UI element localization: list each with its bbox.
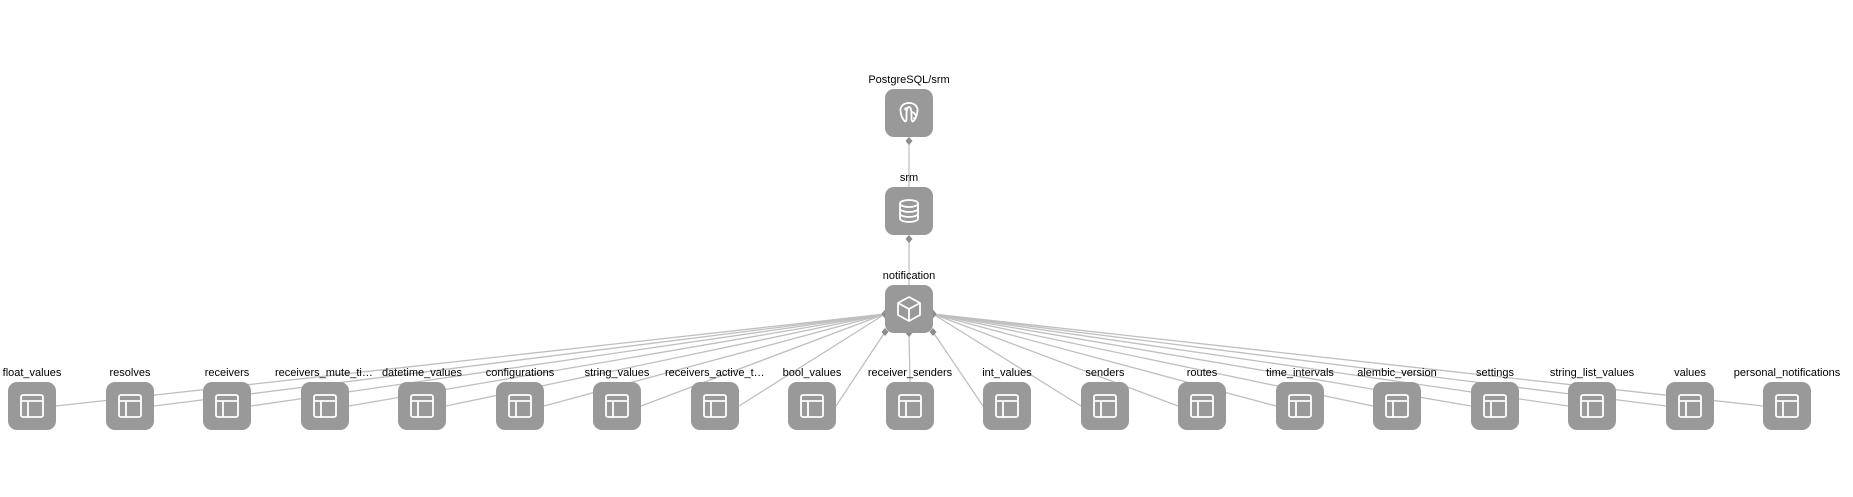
table-node[interactable] — [1276, 382, 1324, 430]
table-icon — [602, 391, 632, 421]
table-label: resolves — [109, 367, 151, 379]
table-icon — [992, 391, 1022, 421]
table-node[interactable] — [886, 382, 934, 430]
table-icon — [212, 391, 242, 421]
table-icon — [115, 391, 145, 421]
edge-schema-table — [908, 332, 911, 383]
table-node[interactable] — [1081, 382, 1129, 430]
table-node[interactable] — [691, 382, 739, 430]
table-label: receiver_senders — [867, 367, 953, 379]
node-database-srm[interactable] — [885, 187, 933, 235]
table-icon — [1382, 391, 1412, 421]
edge-marker — [929, 328, 937, 336]
table-label: receivers_mute_time_... — [275, 367, 375, 379]
node-schema-notification[interactable] — [885, 285, 933, 333]
table-node[interactable] — [1763, 382, 1811, 430]
edge-schema-table — [932, 313, 1667, 407]
table-label: int_values — [982, 367, 1032, 379]
table-icon — [1090, 391, 1120, 421]
table-node[interactable] — [301, 382, 349, 430]
edge-schema-table — [835, 331, 886, 407]
edge-schema-table — [932, 331, 984, 407]
table-node[interactable] — [593, 382, 641, 430]
table-node[interactable] — [1471, 382, 1519, 430]
node-postgresql-srm[interactable] — [885, 89, 933, 137]
table-label: alembic_version — [1357, 367, 1437, 379]
node-label-schema: notification — [882, 270, 936, 282]
table-icon — [700, 391, 730, 421]
table-node[interactable] — [1178, 382, 1226, 430]
table-icon — [895, 391, 925, 421]
postgresql-elephant-icon — [894, 98, 924, 128]
edge-schema-table — [153, 313, 886, 407]
table-label: time_intervals — [1266, 367, 1334, 379]
table-icon — [1675, 391, 1705, 421]
table-icon — [1480, 391, 1510, 421]
table-label: string_values — [584, 367, 650, 379]
table-icon — [1577, 391, 1607, 421]
table-node[interactable] — [8, 382, 56, 430]
table-label: receivers — [204, 367, 250, 379]
table-node[interactable] — [1568, 382, 1616, 430]
edge-schema-table — [932, 313, 1179, 407]
cube-icon — [894, 294, 924, 324]
edge-schema-table — [932, 313, 1764, 407]
edge-schema-table — [640, 313, 886, 407]
table-icon — [1772, 391, 1802, 421]
edge-schema-table — [932, 313, 1082, 407]
edge-marker — [905, 235, 913, 243]
table-icon — [797, 391, 827, 421]
table-label: bool_values — [782, 367, 842, 379]
table-node[interactable] — [106, 382, 154, 430]
table-label: personal_notifications — [1733, 367, 1841, 379]
table-node[interactable] — [1373, 382, 1421, 430]
edge-schema-table — [250, 313, 886, 407]
table-icon — [310, 391, 340, 421]
edge-marker — [905, 137, 913, 145]
table-node[interactable] — [788, 382, 836, 430]
table-icon — [1187, 391, 1217, 421]
table-icon — [505, 391, 535, 421]
table-icon — [17, 391, 47, 421]
table-label: senders — [1085, 367, 1125, 379]
edge-schema-table — [55, 313, 886, 407]
table-label: datetime_values — [381, 367, 463, 379]
table-icon — [1285, 391, 1315, 421]
table-icon — [407, 391, 437, 421]
table-node[interactable] — [398, 382, 446, 430]
table-label: receivers_active_time... — [665, 367, 765, 379]
table-label: string_list_values — [1549, 367, 1635, 379]
table-node[interactable] — [496, 382, 544, 430]
table-node[interactable] — [983, 382, 1031, 430]
table-label: configurations — [485, 367, 555, 379]
table-node[interactable] — [203, 382, 251, 430]
edge-schema-table — [932, 313, 1569, 407]
table-label: routes — [1186, 367, 1218, 379]
database-icon — [894, 196, 924, 226]
node-label-root: PostgreSQL/srm — [868, 74, 950, 86]
table-node[interactable] — [1666, 382, 1714, 430]
node-label-database: srm — [899, 172, 919, 184]
table-label: settings — [1476, 367, 1514, 379]
edge-schema-table — [738, 313, 886, 407]
